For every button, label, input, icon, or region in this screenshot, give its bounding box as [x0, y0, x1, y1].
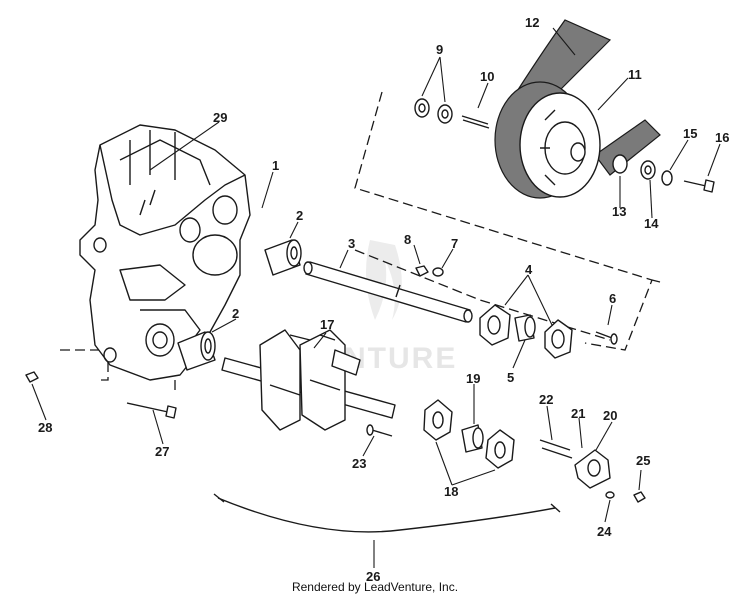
- callout-26: 26: [366, 569, 380, 584]
- screw-6: [595, 331, 618, 345]
- callout-27: 27: [155, 444, 169, 459]
- callout-25: 25: [636, 453, 650, 468]
- callout-28: 28: [38, 420, 52, 435]
- callout-23: 23: [352, 456, 366, 471]
- callout-12: 12: [525, 15, 539, 30]
- callout-10: 10: [480, 69, 494, 84]
- washer-24: [605, 491, 615, 499]
- callout-11: 11: [628, 67, 642, 82]
- bearing-housing-left: [423, 399, 453, 441]
- leader-lines: [31, 27, 721, 568]
- callout-3: 3: [348, 236, 355, 251]
- pin-22: [539, 439, 573, 459]
- bearing-upper: [264, 239, 302, 276]
- bolt-16: [683, 179, 715, 193]
- nut-8: [415, 265, 429, 277]
- callout-2-upper: 2: [296, 208, 303, 223]
- bearing-housing-right: [485, 429, 515, 469]
- cable: [213, 493, 561, 533]
- callout-9: 9: [436, 42, 443, 57]
- washer-9a: [414, 98, 430, 118]
- spacer-13: [612, 154, 628, 174]
- assembly-boundary-right: [651, 279, 661, 283]
- washer-14: [640, 160, 656, 180]
- impeller-auger: [221, 329, 396, 431]
- callout-16: 16: [715, 130, 729, 145]
- callout-24: 24: [597, 524, 612, 539]
- pulley: [494, 81, 601, 199]
- flange-plate-left: [479, 304, 511, 346]
- washer-9b: [437, 104, 453, 124]
- callout-22: 22: [539, 392, 553, 407]
- callout-6: 6: [609, 291, 616, 306]
- callout-20: 20: [603, 408, 617, 423]
- callout-29: 29: [213, 110, 227, 125]
- callout-18: 18: [444, 484, 458, 499]
- callout-1: 1: [272, 158, 279, 173]
- watermark-logo-icon: [366, 240, 402, 320]
- bolt-27: [126, 402, 177, 419]
- flange-plate-right: [544, 319, 573, 359]
- alignment-line-left: [60, 349, 109, 381]
- callout-4: 4: [525, 262, 533, 277]
- nut-28: [25, 371, 39, 383]
- bearing-lower: [177, 331, 216, 371]
- callout-17: 17: [320, 317, 334, 332]
- callout-14: 14: [644, 216, 659, 231]
- callout-5: 5: [507, 370, 514, 385]
- callout-13: 13: [612, 204, 626, 219]
- nut-25: [633, 491, 646, 503]
- callout-21: 21: [571, 406, 585, 421]
- callout-15: 15: [683, 126, 697, 141]
- bushing: [514, 314, 536, 342]
- callouts: 1 2 2 3 4 5 6 7 8 9 10 11 12 13 14 15 16…: [38, 15, 729, 584]
- callout-8: 8: [404, 232, 411, 247]
- callout-19: 19: [466, 371, 480, 386]
- bearing-cap: [574, 449, 611, 489]
- footer-credit: Rendered by LeadVenture, Inc.: [291, 580, 459, 594]
- washer-15: [661, 170, 673, 186]
- key-10: [461, 115, 490, 129]
- gear-case-housing: [79, 124, 251, 381]
- washer-7: [432, 267, 444, 277]
- screw-23: [366, 424, 393, 437]
- bushing-19: [461, 424, 484, 453]
- drive-shaft: [303, 261, 473, 323]
- callout-7: 7: [451, 236, 458, 251]
- callout-2-lower: 2: [232, 306, 239, 321]
